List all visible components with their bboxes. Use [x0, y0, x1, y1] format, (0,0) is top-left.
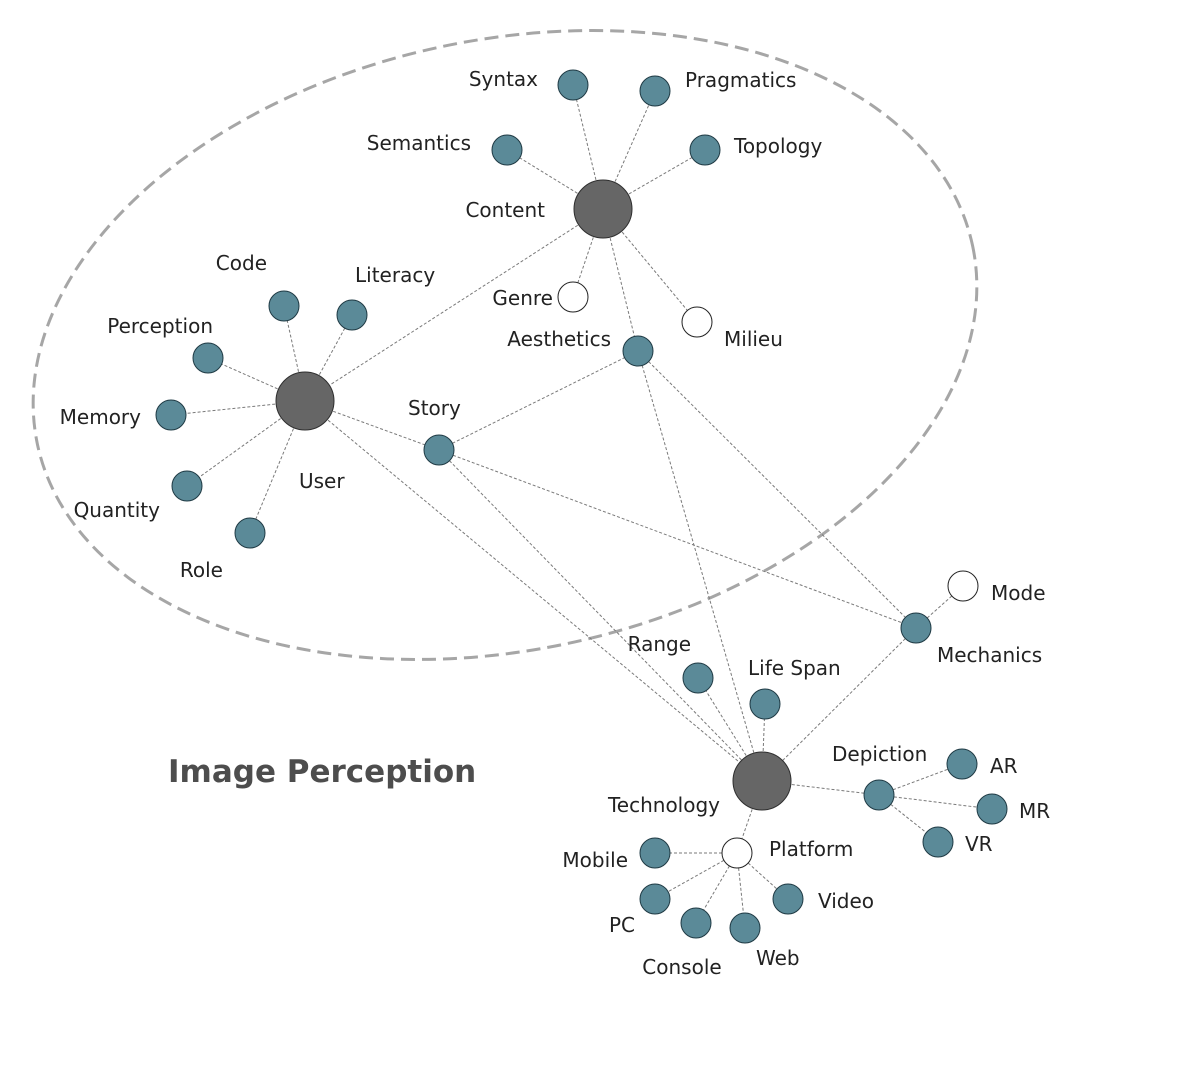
- label-technology: Technology: [607, 793, 720, 817]
- region-label: Image Perception: [168, 754, 476, 790]
- label-aesthetics: Aesthetics: [507, 327, 611, 351]
- label-vr: VR: [965, 832, 993, 856]
- node-content: [573, 179, 633, 239]
- node-code: [268, 290, 300, 322]
- node-mr: [976, 793, 1008, 825]
- node-user: [275, 371, 335, 431]
- label-milieu: Milieu: [724, 327, 783, 351]
- node-web: [729, 912, 761, 944]
- edge-aesthetics-technology: [637, 350, 763, 782]
- node-topology: [689, 134, 721, 166]
- edge-platform-pc: [654, 852, 738, 900]
- label-range: Range: [628, 632, 691, 656]
- edge-content-aesthetics: [602, 208, 639, 352]
- node-mobile: [639, 837, 671, 869]
- node-syntax: [557, 69, 589, 101]
- edge-story-aesthetics: [438, 350, 639, 451]
- label-literacy: Literacy: [355, 263, 435, 287]
- node-literacy: [336, 299, 368, 331]
- label-user: User: [299, 469, 345, 493]
- edge-content-semantics: [506, 149, 604, 210]
- edge-user-technology: [304, 400, 763, 782]
- label-console: Console: [642, 955, 721, 979]
- image-perception-region: [31, 29, 979, 661]
- label-quantity: Quantity: [74, 498, 161, 522]
- node-console: [680, 907, 712, 939]
- label-semantics: Semantics: [367, 131, 471, 155]
- node-ar: [946, 748, 978, 780]
- edge-content-user: [304, 208, 604, 402]
- node-lifespan: [749, 688, 781, 720]
- label-video: Video: [818, 889, 874, 913]
- node-technology: [732, 751, 792, 811]
- label-lifespan: Life Span: [748, 656, 841, 680]
- label-topology: Topology: [733, 134, 822, 158]
- label-mr: MR: [1019, 799, 1050, 823]
- node-role: [234, 517, 266, 549]
- label-code: Code: [216, 251, 267, 275]
- edge-mechanics-technology: [761, 627, 917, 782]
- node-platform: [721, 837, 753, 869]
- edge-depiction-mr: [878, 794, 993, 810]
- label-syntax: Syntax: [469, 67, 538, 91]
- edge-aesthetics-mechanics: [637, 350, 917, 629]
- node-quantity: [171, 470, 203, 502]
- edge-user-story: [304, 400, 440, 451]
- label-platform: Platform: [769, 837, 853, 861]
- node-range: [682, 662, 714, 694]
- node-semantics: [491, 134, 523, 166]
- label-mechanics: Mechanics: [937, 643, 1042, 667]
- node-story: [423, 434, 455, 466]
- edge-story-mechanics: [438, 449, 917, 629]
- label-depiction: Depiction: [832, 742, 927, 766]
- label-genre: Genre: [492, 286, 553, 310]
- label-memory: Memory: [60, 405, 142, 429]
- node-layer: [155, 69, 1008, 944]
- node-pc: [639, 883, 671, 915]
- node-memory: [155, 399, 187, 431]
- node-mechanics: [900, 612, 932, 644]
- node-pragmatics: [639, 75, 671, 107]
- edge-user-quantity: [186, 400, 306, 487]
- node-genre: [557, 281, 589, 313]
- node-depiction: [863, 779, 895, 811]
- edge-content-milieu: [602, 208, 698, 323]
- node-aesthetics: [622, 335, 654, 367]
- edge-story-technology: [438, 449, 763, 782]
- label-role: Role: [180, 558, 223, 582]
- node-perception: [192, 342, 224, 374]
- label-perception: Perception: [107, 314, 213, 338]
- label-pragmatics: Pragmatics: [685, 68, 796, 92]
- label-content: Content: [465, 198, 545, 222]
- node-milieu: [681, 306, 713, 338]
- node-mode: [947, 570, 979, 602]
- label-story: Story: [408, 396, 461, 420]
- label-mobile: Mobile: [562, 848, 628, 872]
- node-vr: [922, 826, 954, 858]
- node-video: [772, 883, 804, 915]
- label-ar: AR: [990, 754, 1018, 778]
- label-mode: Mode: [991, 581, 1046, 605]
- edge-user-role: [249, 400, 306, 534]
- label-web: Web: [756, 946, 800, 970]
- label-pc: PC: [609, 913, 635, 937]
